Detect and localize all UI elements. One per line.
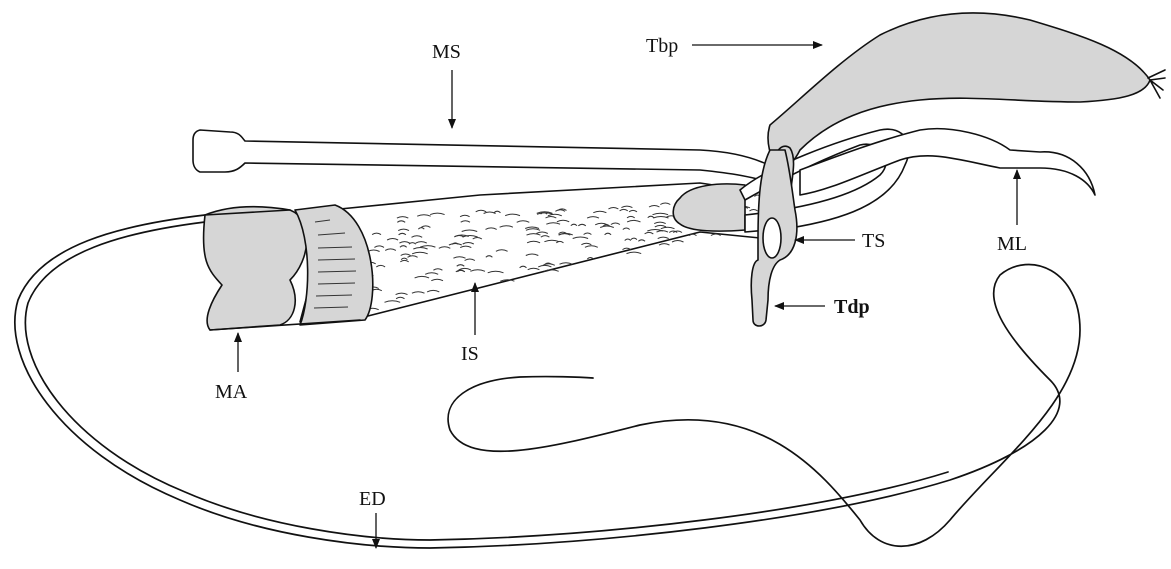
median-apodeme <box>204 205 373 330</box>
label-tbp: Tbp <box>646 35 678 57</box>
label-ma: MA <box>215 381 248 403</box>
sac-texture-stroke <box>689 234 697 236</box>
sac-texture-stroke <box>659 244 670 246</box>
label-is: IS <box>461 343 479 365</box>
label-ed: ED <box>359 488 386 510</box>
label-ts: TS <box>862 230 885 252</box>
sac-texture-stroke <box>672 241 684 243</box>
label-ml: ML <box>997 233 1027 255</box>
label-tdp: Tdp <box>834 296 870 318</box>
sac-texture-stroke <box>627 252 642 254</box>
label-ms: MS <box>432 41 461 63</box>
sac-texture-stroke <box>711 234 721 236</box>
median-strut <box>193 130 790 190</box>
